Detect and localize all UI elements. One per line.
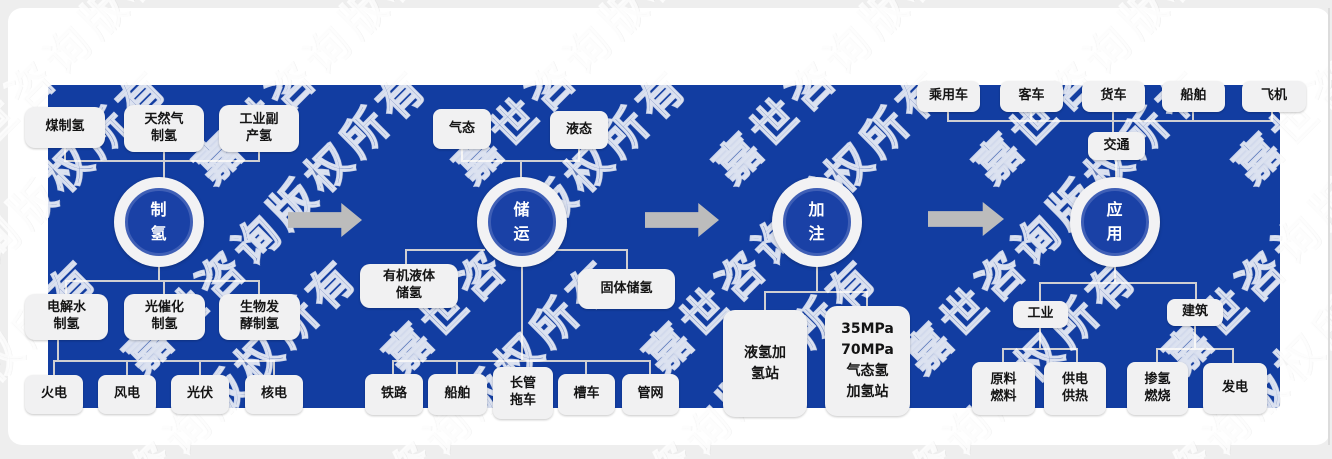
connector-line — [1002, 348, 1078, 350]
connector-line — [64, 160, 260, 162]
connector-line — [163, 151, 165, 179]
connector-line — [764, 291, 868, 293]
connector-line — [521, 265, 523, 362]
connector-line — [578, 149, 580, 162]
node-electrolysis-hydrogen: 电解水 制氢 — [25, 294, 108, 340]
connector-line — [405, 249, 485, 251]
connector-line — [57, 340, 59, 362]
connector-line — [947, 120, 1273, 122]
node-thermal-power: 火电 — [25, 375, 83, 414]
node-coal-hydrogen: 煤制氢 — [25, 107, 105, 148]
connector-line — [1115, 159, 1117, 178]
node-gaseous-state: 气态 — [433, 109, 491, 149]
connector-line — [1030, 112, 1032, 122]
connector-line — [947, 112, 949, 122]
stage-circle-application-label: 应 用 — [1081, 188, 1149, 256]
node-natural-gas-hydrogen: 天然气 制氢 — [124, 105, 204, 152]
node-tanker-truck: 槽车 — [558, 374, 615, 415]
connector-line — [158, 266, 160, 282]
connector-line — [1039, 282, 1197, 284]
connector-line — [1156, 348, 1234, 350]
connector-line — [273, 360, 275, 377]
connector-line — [1076, 348, 1078, 363]
connector-line — [163, 280, 165, 296]
connector-line — [53, 360, 55, 377]
connector-line — [1039, 327, 1041, 350]
stage-circle-production: 制 氢 — [114, 177, 204, 267]
connector-line — [816, 265, 818, 293]
node-nuclear-power: 核电 — [245, 375, 303, 414]
connector-line — [461, 149, 463, 162]
connector-line — [1194, 325, 1196, 350]
node-aircraft: 飞机 — [1242, 81, 1306, 112]
connector-line — [199, 360, 201, 377]
node-feedstock-fuel: 原料 燃料 — [972, 362, 1035, 415]
connector-line — [64, 148, 66, 162]
connector-line — [1232, 348, 1234, 364]
connector-line — [556, 249, 628, 251]
connector-line — [1192, 112, 1194, 122]
node-organic-liquid-storage: 有机液体 储氢 — [360, 264, 458, 308]
node-industrial-byproduct-hydrogen: 工业副 产氢 — [219, 105, 299, 152]
connector-line — [1114, 266, 1116, 284]
node-solar-pv: 光伏 — [171, 375, 229, 414]
node-power-heat-supply: 供电 供热 — [1044, 362, 1106, 415]
connector-line — [392, 360, 394, 376]
node-passenger-car: 乘用车 — [917, 81, 980, 112]
connector-line — [65, 280, 67, 296]
node-bus: 客车 — [1000, 81, 1063, 112]
stage-circle-storage-transport: 储 运 — [477, 177, 567, 267]
node-ship-application: 船舶 — [1162, 81, 1225, 112]
node-bio-fermentation-hydrogen: 生物发 酵制氢 — [219, 294, 300, 340]
connector-line — [1039, 282, 1041, 302]
connector-line — [520, 160, 522, 179]
connector-line — [866, 291, 868, 307]
connector-line — [1195, 282, 1197, 300]
node-power-generation: 发电 — [1203, 363, 1267, 414]
connector-line — [1112, 112, 1114, 133]
node-tube-trailer: 长管 拖车 — [493, 367, 553, 419]
node-gaseous-hydrogen-station: 35MPa 70MPa 气态氢 加氢站 — [825, 306, 910, 416]
node-truck: 货车 — [1082, 81, 1145, 112]
node-traffic: 交通 — [1088, 132, 1145, 160]
node-building: 建筑 — [1167, 299, 1223, 326]
connector-line — [1156, 348, 1158, 363]
connector-line — [764, 291, 766, 311]
connector-line — [258, 151, 260, 162]
node-industry: 工业 — [1013, 301, 1068, 328]
connector-line — [456, 360, 458, 376]
connector-line — [392, 360, 651, 362]
node-pipeline-network: 管网 — [622, 374, 679, 415]
node-wind-power: 风电 — [98, 375, 156, 414]
connector-line — [1271, 112, 1273, 122]
connector-line — [126, 360, 128, 377]
node-railway: 铁路 — [365, 374, 423, 415]
stage-circle-production-label: 制 氢 — [125, 188, 193, 256]
connector-line — [585, 360, 587, 376]
stage-circle-refueling-label: 加 注 — [783, 188, 851, 256]
scrollbar-line[interactable] — [1328, 8, 1330, 445]
connector-line — [405, 249, 407, 266]
connector-line — [53, 360, 274, 362]
connector-line — [65, 280, 260, 282]
stage-circle-refueling: 加 注 — [772, 177, 862, 267]
stage-circle-storage-transport-label: 储 运 — [488, 188, 556, 256]
node-photocatalytic-hydrogen: 光催化 制氢 — [124, 294, 205, 340]
connector-line — [626, 249, 628, 270]
node-ship-transport: 船舶 — [428, 374, 487, 415]
node-liquid-hydrogen-station: 液氢加 氢站 — [723, 310, 807, 417]
node-hydrogen-blending-combustion: 掺氢 燃烧 — [1127, 362, 1188, 415]
connector-line — [649, 360, 651, 376]
stage-circle-application: 应 用 — [1070, 177, 1160, 267]
connector-line — [1002, 348, 1004, 363]
node-liquid-state: 液态 — [550, 111, 608, 149]
connector-line — [258, 280, 260, 296]
node-solid-storage: 固体储氢 — [578, 269, 675, 309]
